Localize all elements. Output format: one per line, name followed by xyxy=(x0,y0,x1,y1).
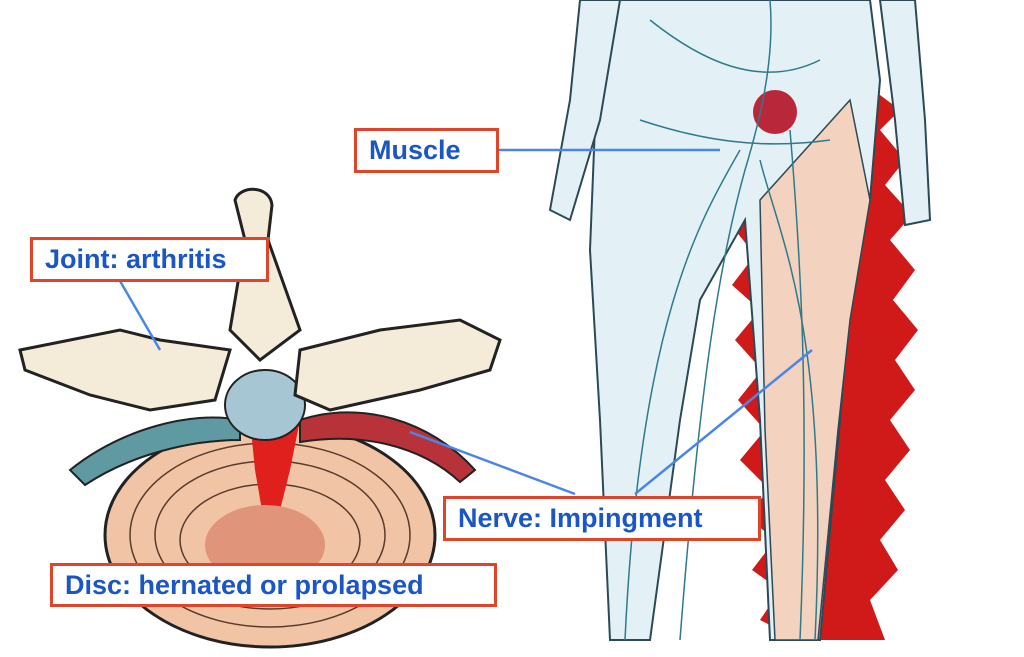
herniation xyxy=(250,420,300,510)
left-transverse-process xyxy=(18,328,232,412)
right-arm xyxy=(878,0,932,227)
left-arm xyxy=(548,0,622,222)
right-leg-skin xyxy=(759,98,871,641)
disc-label: Disc: hernated or prolapsed xyxy=(50,563,497,607)
spinal-cord xyxy=(224,369,306,441)
joint-label: Joint: arthritis xyxy=(30,237,269,282)
nerve-lines xyxy=(624,0,831,641)
right-transverse-process xyxy=(293,318,502,412)
body-figure xyxy=(548,0,932,641)
muscle-label: Muscle xyxy=(354,128,499,173)
nerve-label: Nerve: Impingment xyxy=(443,496,761,541)
gluteal-muscle xyxy=(753,90,797,134)
leader-lines xyxy=(118,148,813,496)
right-nerve-root xyxy=(299,411,477,484)
